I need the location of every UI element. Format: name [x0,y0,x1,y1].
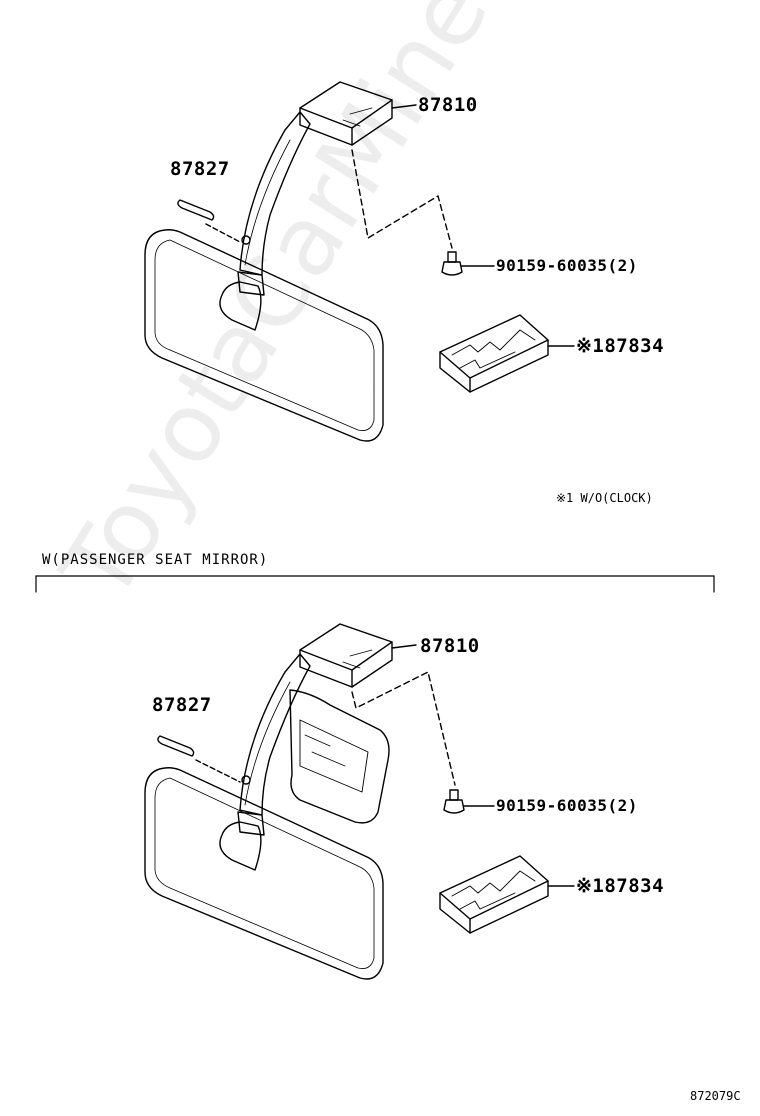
figure-code: 872079C [690,1089,741,1103]
top-cover-87834 [439,314,575,393]
bottom-visor-arm [219,653,311,871]
top-label-pin: 87827 [170,158,230,180]
bottom-screw-90159 [351,671,495,814]
top-screw-90159 [351,149,495,276]
top-visor-arm [219,111,311,331]
section-bracket [35,575,715,593]
section-title: W(PASSENGER SEAT MIRROR) [42,552,269,568]
bottom-label-pin: 87827 [152,694,212,716]
top-label-cover: ※187834 [576,335,665,357]
bottom-label-cover: ※187834 [576,875,665,897]
top-label-holder: 87810 [418,94,478,116]
top-pin-87827 [177,199,241,243]
bottom-holder-87810 [299,623,417,688]
bottom-cover-87834 [439,855,575,934]
bottom-pin-87827 [157,735,241,783]
top-label-screw: 90159-60035(2) [496,256,638,275]
bottom-sun-visor [144,767,384,980]
bottom-vanity-mirror [289,689,390,824]
top-note: ※1 W/O(CLOCK) [556,491,653,505]
bottom-label-holder: 87810 [420,635,480,657]
bottom-label-screw: 90159-60035(2) [496,796,638,815]
top-holder-87810 [299,81,417,146]
top-sun-visor [144,229,384,442]
